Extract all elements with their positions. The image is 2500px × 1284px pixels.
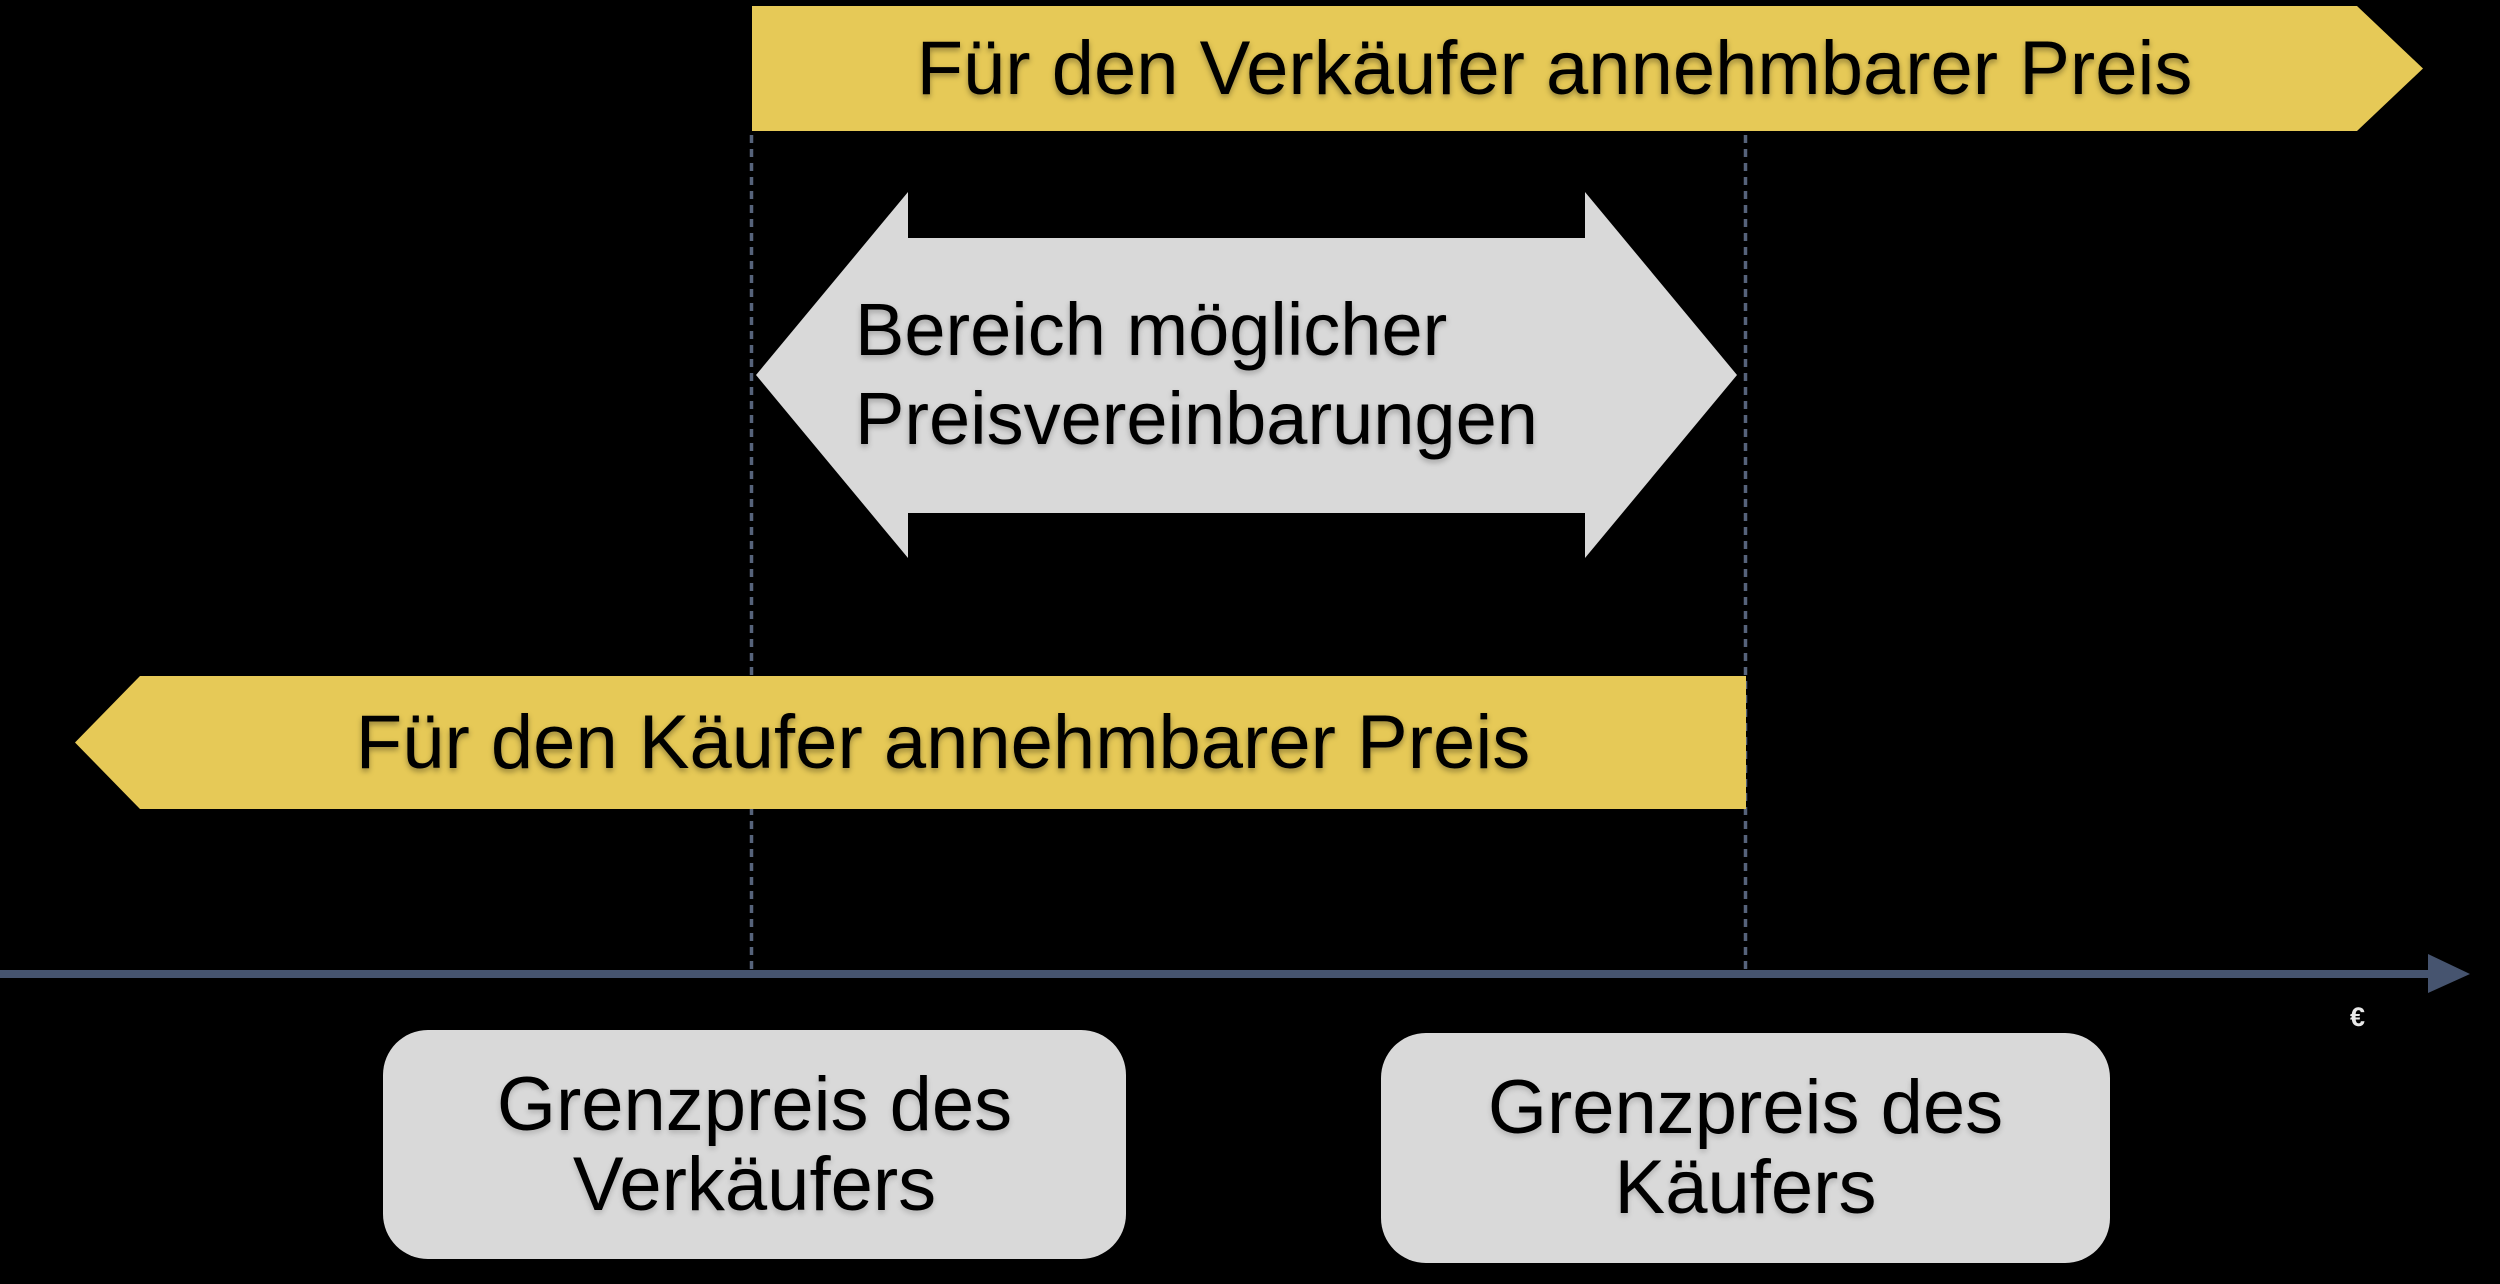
buyer-limit-box — [1381, 1033, 2110, 1263]
zopa-arrow-label-line1: Bereich möglicher — [855, 288, 1448, 371]
seller-banner-label: Für den Verkäufer annehmbarer Preis — [916, 26, 2193, 111]
buyer-limit-box-line2: Käufers — [1614, 1145, 1877, 1230]
seller-limit-box-label: Grenzpreis des Verkäufers — [383, 1030, 1126, 1259]
buyer-banner-arrow-shape — [75, 676, 1746, 809]
seller-limit-box-line1: Grenzpreis des — [496, 1061, 1013, 1147]
seller-limit-box — [383, 1030, 1126, 1259]
price-axis-arrowhead-icon — [2428, 954, 2470, 993]
currency-euro-icon: € — [2350, 1002, 2366, 1032]
buyer-banner-label: Für den Käufer annehmbarer Preis — [355, 700, 1531, 785]
buyer-limit-box-line1: Grenzpreis des — [1487, 1065, 2004, 1150]
seller-banner-arrow-shape — [752, 6, 2423, 131]
zopa-double-arrow-shape — [756, 192, 1737, 558]
zopa-arrow-label: Bereich möglicher Preisvereinbarungen — [855, 285, 1538, 463]
buyer-limit-box-label: Grenzpreis des Käufers — [1381, 1033, 2110, 1263]
seller-limit-box-line2: Verkäufers — [572, 1141, 937, 1227]
zopa-arrow-label-line2: Preisvereinbarungen — [855, 377, 1538, 460]
